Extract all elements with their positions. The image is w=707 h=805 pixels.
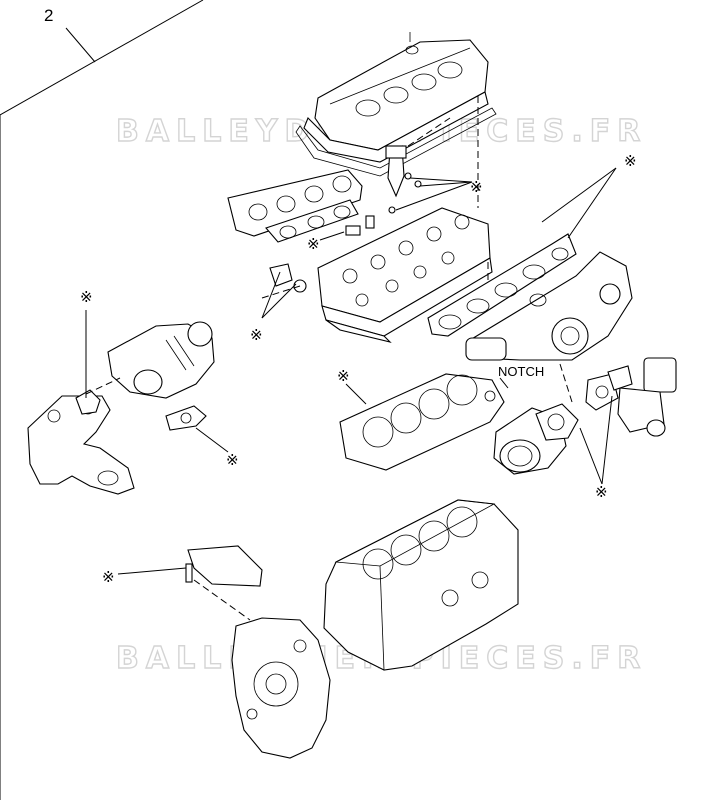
cylinder-block (323, 499, 519, 671)
callout-mark-injector: ※ (470, 179, 483, 196)
front-cover (231, 617, 331, 759)
glow-plug-seals (345, 215, 375, 236)
turbo-gasket (165, 405, 207, 431)
throttle-gasket (535, 403, 579, 441)
callout-mark-intake-gasket: ※ (624, 153, 637, 170)
cylinder-head-gasket (339, 373, 505, 471)
frame-border (0, 0, 204, 800)
turbocharger (107, 321, 215, 399)
exhaust-manifold-turbo-gasket (75, 389, 101, 415)
rocker-cover (303, 32, 489, 163)
item-number: 2 (44, 6, 53, 25)
intake-manifold (465, 251, 633, 361)
callout-mark-egr-gasket: ※ (595, 484, 608, 501)
intake-manifold-gasket (427, 233, 577, 337)
callout-mark-glow-seal: ※ (307, 236, 320, 253)
exhaust-manifold-gasket (227, 169, 363, 243)
callout-mark-oil-seal: ※ (250, 327, 263, 344)
cylinder-head (317, 207, 493, 343)
oil-seals (269, 263, 307, 293)
callout-mark-turbo-gasket: ※ (226, 452, 239, 469)
leader-lines (85, 96, 617, 621)
notch-indicator (499, 377, 509, 389)
callout-mark-head-gasket: ※ (337, 368, 350, 385)
egr-gaskets (585, 365, 633, 411)
timing-cover-gasket (185, 545, 263, 587)
callout-mark-turbo: ※ (80, 289, 93, 306)
exhaust-manifold (27, 395, 135, 495)
callout-mark-cover-gasket: ※ (102, 569, 115, 586)
egr-valve (617, 357, 677, 437)
rocker-cover-gasket (295, 107, 497, 177)
injector (385, 145, 422, 214)
notch-label: NOTCH (498, 364, 544, 379)
